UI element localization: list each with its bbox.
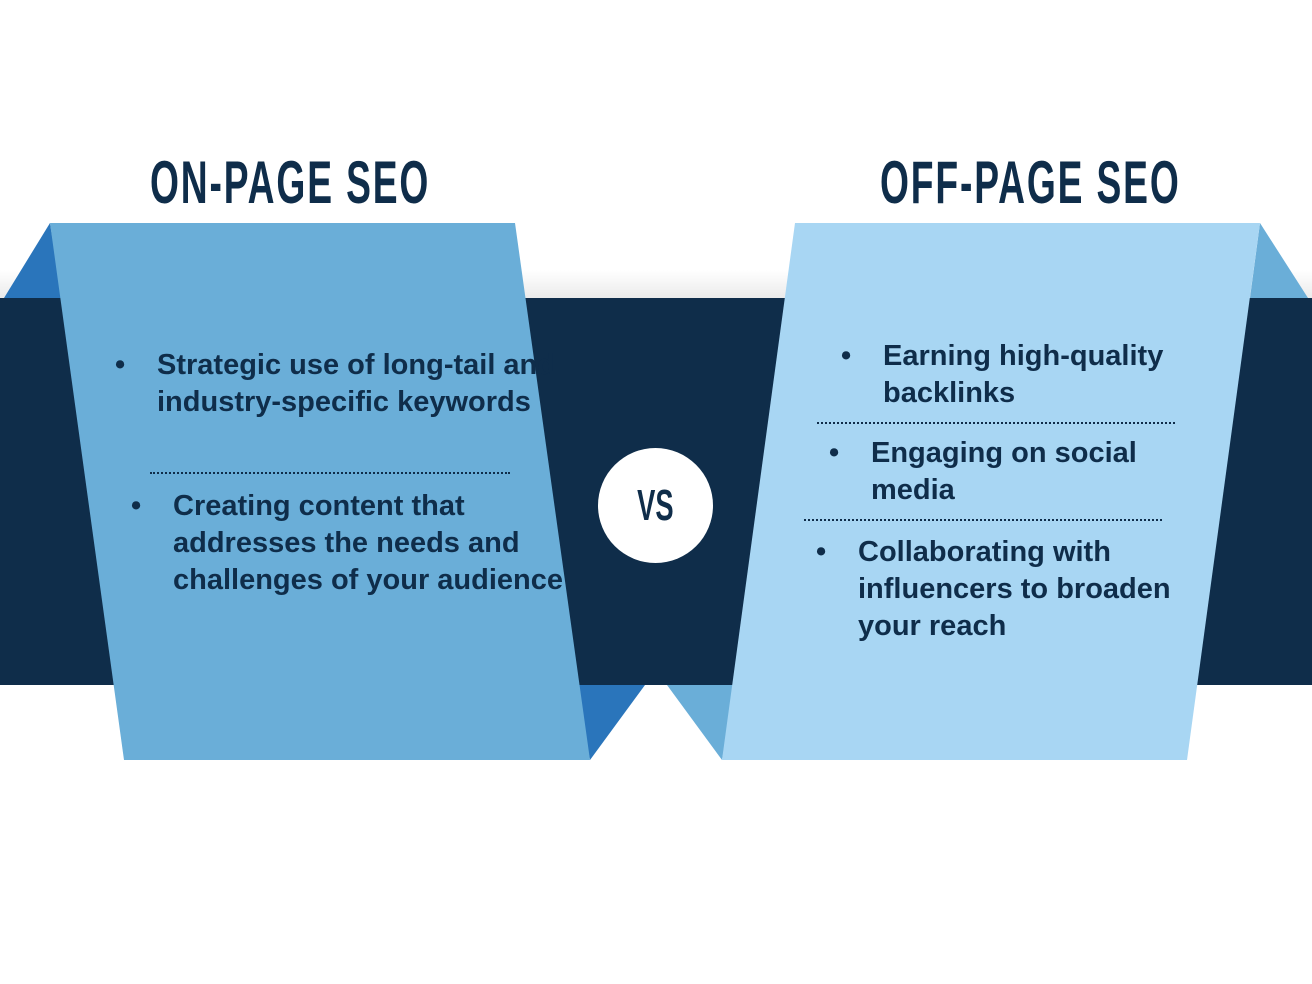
list-item: Engaging on social media: [829, 435, 1211, 509]
off-page-seo-title: OFF-PAGE SEO: [880, 149, 1181, 216]
left-top-fold: [4, 223, 62, 298]
divider: [150, 472, 510, 474]
right-top-fold: [1250, 223, 1308, 298]
divider: [817, 422, 1175, 424]
vs-badge: VS: [598, 448, 713, 563]
left-bottom-fold: [575, 685, 645, 760]
vs-label: VS: [637, 480, 674, 530]
on-page-seo-title: ON-PAGE SEO: [150, 149, 431, 216]
list-item: Collaborating with influencers to broade…: [816, 534, 1198, 645]
list-item: Earning high-quality backlinks: [841, 338, 1223, 412]
right-bottom-fold: [667, 685, 735, 760]
list-item: Strategic use of long-tail and industry-…: [115, 347, 557, 421]
divider: [804, 519, 1162, 521]
list-item: Creating content that addresses the need…: [131, 488, 573, 599]
